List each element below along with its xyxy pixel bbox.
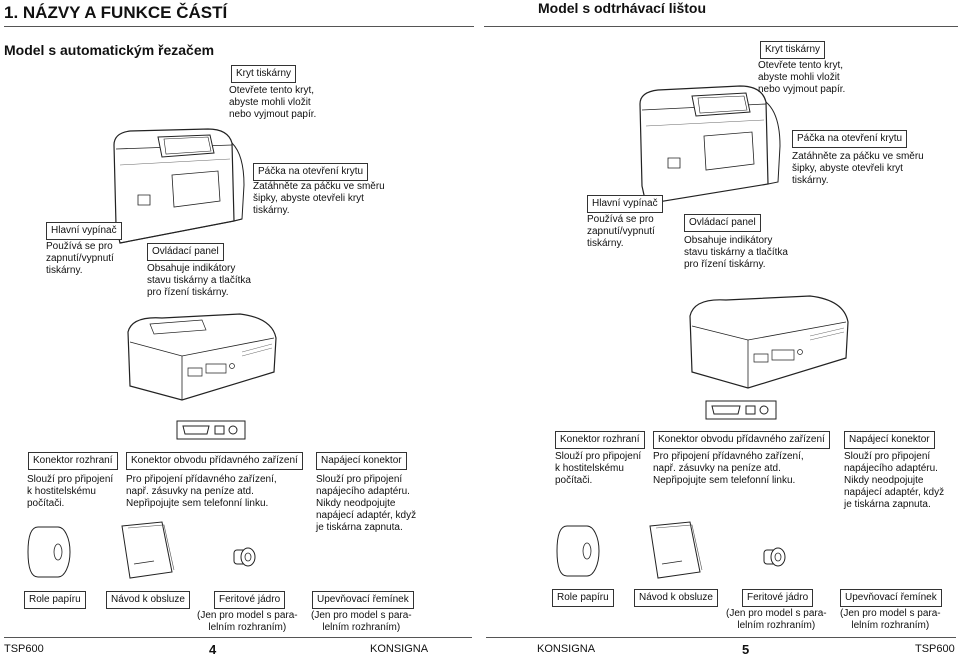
control-panel-label: Ovládací panel xyxy=(684,214,761,232)
footer-model: TSP600 xyxy=(4,643,44,655)
ferrite-note: (Jen pro model s para-lelním rozhraním) xyxy=(726,608,827,631)
power-switch-label: Hlavní vypínač xyxy=(46,222,122,240)
model-cutter-heading: Model s automatickým řezačem xyxy=(4,42,215,58)
ferrite-note: (Jen pro model s para-lelním rozhraním) xyxy=(197,610,298,633)
manual-label: Návod k obsluze xyxy=(106,591,190,609)
band-note: (Jen pro model s para-lelním rozhraním) xyxy=(840,608,941,631)
band-note: (Jen pro model s para-lelním rozhraním) xyxy=(311,610,412,633)
power-switch-label: Hlavní vypínač xyxy=(587,195,663,213)
printer-front-illustration xyxy=(636,80,786,220)
fastening-band-label: Upevňovací řemínek xyxy=(840,589,942,607)
peripheral-connector-label: Konektor obvodu přídavného zařízení xyxy=(126,452,303,470)
heading-rule-right xyxy=(484,26,958,27)
peripheral-connector-description: Pro připojení přídavného zařízení,např. … xyxy=(653,451,804,486)
paper-roll-label: Role papíru xyxy=(552,589,614,607)
power-connector-label: Napájecí konektor xyxy=(844,431,935,449)
tear-bar-model-heading: Model s odtrhávací lištou xyxy=(538,0,707,16)
manual-illustration xyxy=(646,520,704,580)
connector-panel-illustration xyxy=(706,399,776,421)
power-connector-label: Napájecí konektor xyxy=(316,452,407,470)
manual-illustration xyxy=(118,520,176,580)
host-connector-label: Konektor rozhraní xyxy=(555,431,645,449)
lever-label: Páčka na otevření krytu xyxy=(253,163,369,181)
peripheral-connector-label: Konektor obvodu přídavného zařízení xyxy=(653,431,830,449)
paper-roll-illustration xyxy=(555,523,601,579)
ferrite-core-illustration xyxy=(762,545,788,569)
manual-label: Návod k obsluze xyxy=(634,589,718,607)
paper-roll-illustration xyxy=(26,524,72,580)
footer-brand: KONSIGNA xyxy=(370,643,429,655)
page-number: 5 xyxy=(742,642,750,657)
footer-brand: KONSIGNA xyxy=(537,643,596,655)
printer-front-illustration xyxy=(110,125,250,260)
printer-rear-illustration xyxy=(122,312,280,404)
page-number: 4 xyxy=(209,642,217,657)
lever-label: Páčka na otevření krytu xyxy=(792,130,908,148)
ferrite-core-label: Feritové jádro xyxy=(214,591,286,609)
host-connector-label: Konektor rozhraní xyxy=(28,452,118,470)
cover-label: Kryt tiskárny xyxy=(760,41,826,59)
control-panel-label: Ovládací panel xyxy=(147,243,224,261)
printer-rear-illustration xyxy=(684,294,852,392)
ferrite-core-label: Feritové jádro xyxy=(742,589,814,607)
fastening-band-label: Upevňovací řemínek xyxy=(312,591,414,609)
cover-label: Kryt tiskárny xyxy=(231,65,297,83)
peripheral-connector-description: Pro připojení přídavného zařízení,např. … xyxy=(126,474,277,509)
paper-roll-label: Role papíru xyxy=(24,591,86,609)
heading-rule xyxy=(4,26,474,27)
footer-model: TSP600 xyxy=(915,643,955,655)
connector-panel-illustration xyxy=(177,419,245,441)
footer-rule-right xyxy=(486,637,956,638)
ferrite-core-illustration xyxy=(232,545,258,569)
section-heading: 1. NÁZVY A FUNKCE ČÁSTÍ xyxy=(4,3,228,22)
footer-rule-left xyxy=(4,637,472,638)
